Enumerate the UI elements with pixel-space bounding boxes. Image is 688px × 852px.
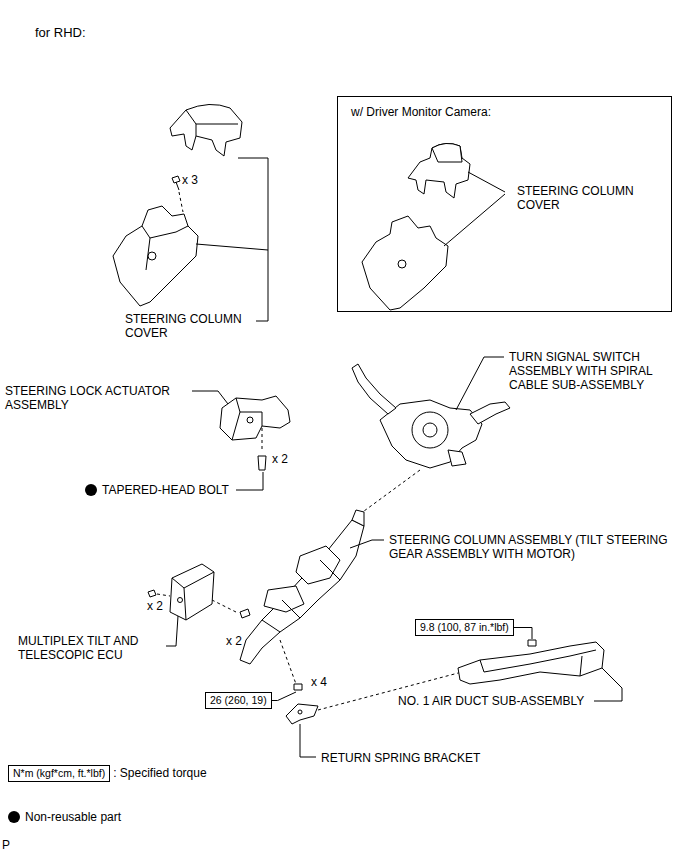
connector	[448, 450, 466, 466]
quantity: x 2	[272, 452, 288, 466]
screw-hole	[148, 252, 156, 260]
torque-box: 9.8 (100, 87 in.*lbf)	[415, 619, 514, 636]
switch-lever	[470, 402, 510, 424]
lower-column-cover	[113, 206, 198, 306]
column-detail	[262, 560, 340, 632]
leader-line	[350, 540, 384, 548]
turn-signal-switch	[380, 400, 482, 468]
cover-rib	[142, 226, 188, 270]
air-duct	[458, 642, 604, 684]
switch-lever	[352, 364, 396, 414]
quantity: x 4	[311, 675, 327, 689]
air-duct-detail	[480, 650, 596, 676]
actuator-hole	[247, 417, 253, 423]
part-name: STEERING COLUMN COVER	[125, 312, 253, 340]
column-bracket	[264, 586, 304, 612]
part-name: STEERING LOCK ACTUATOR ASSEMBLY	[5, 384, 185, 412]
dashed-guide	[262, 428, 263, 452]
tilt-telescopic-ecu	[170, 564, 214, 620]
quantity: x 3	[182, 173, 198, 187]
dashed-guide	[212, 600, 236, 612]
legend-torque-box: N*m (kgf*cm, ft.*lbf)	[8, 765, 110, 782]
dashed-guide	[280, 640, 296, 684]
screw	[172, 176, 180, 190]
legend-text: Non-reusable part	[25, 810, 121, 824]
part-name: STEERING COLUMN COVER	[517, 184, 645, 212]
steering-column	[240, 520, 364, 664]
spiral-cable	[412, 412, 448, 448]
steering-lock-actuator	[220, 396, 290, 440]
bolt	[240, 609, 250, 618]
leader-line	[166, 616, 178, 646]
tilt-motor	[296, 546, 340, 584]
part-name: TURN SIGNAL SWITCH ASSEMBLY WITH SPIRAL …	[509, 350, 661, 392]
page-mark: P	[2, 838, 10, 852]
torque-value: 9.8 (100, 87 in.*lbf)	[420, 621, 509, 634]
column-shaft	[352, 510, 364, 526]
part-name: MULTIPLEX TILT AND TELESCOPIC ECU	[18, 634, 158, 662]
variant-heading: w/ Driver Monitor Camera:	[351, 105, 491, 119]
torque-value: N*m (kgf*cm, ft.*lbf)	[13, 767, 105, 780]
non-reusable-mark	[85, 484, 97, 496]
dashed-guide	[157, 594, 170, 596]
lower-column-cover	[362, 216, 448, 310]
leader-line	[514, 628, 532, 640]
return-spring-bracket	[286, 704, 318, 724]
driver-monitor-camera	[432, 143, 462, 162]
bolt	[528, 640, 536, 646]
leader-bracket	[196, 158, 268, 321]
cover-rib	[186, 110, 238, 136]
bolt	[294, 684, 302, 690]
leader-line	[444, 172, 505, 246]
ecu-detail	[172, 572, 214, 620]
leader-line	[272, 692, 296, 701]
leader-line	[456, 357, 504, 410]
leader-line	[300, 724, 316, 757]
legend-text: : Specified torque	[113, 766, 206, 780]
actuator-detail	[232, 398, 262, 440]
upper-column-cover	[408, 143, 470, 198]
part-name: STEERING COLUMN ASSEMBLY (TILT STEERING …	[389, 533, 681, 561]
non-reusable-mark	[8, 811, 20, 823]
leader-line	[236, 472, 263, 490]
part-name: TAPERED-HEAD BOLT	[102, 483, 229, 497]
dashed-guide	[360, 470, 420, 514]
part-name: RETURN SPRING BRACKET	[321, 751, 480, 765]
tapered-head-bolt	[258, 456, 266, 470]
leader-line	[594, 668, 622, 701]
spiral-cable-hub	[423, 423, 437, 437]
page-heading: for RHD:	[35, 26, 86, 40]
leader-line	[192, 391, 228, 404]
variant-frame: w/ Driver Monitor Camera: STEERING COLUMN…	[337, 96, 672, 312]
upper-column-cover	[170, 104, 242, 156]
dashed-guide	[179, 192, 183, 212]
bracket-hole	[298, 710, 302, 714]
ecu-hole	[178, 598, 183, 603]
torque-value: 26 (260, 19)	[210, 694, 267, 707]
screw	[148, 590, 156, 597]
torque-box: 26 (260, 19)	[205, 692, 272, 709]
screw-hole	[398, 260, 406, 268]
part-name: NO. 1 AIR DUCT SUB-ASSEMBLY	[398, 694, 584, 708]
quantity: x 2	[147, 599, 163, 613]
quantity: x 2	[226, 634, 242, 648]
